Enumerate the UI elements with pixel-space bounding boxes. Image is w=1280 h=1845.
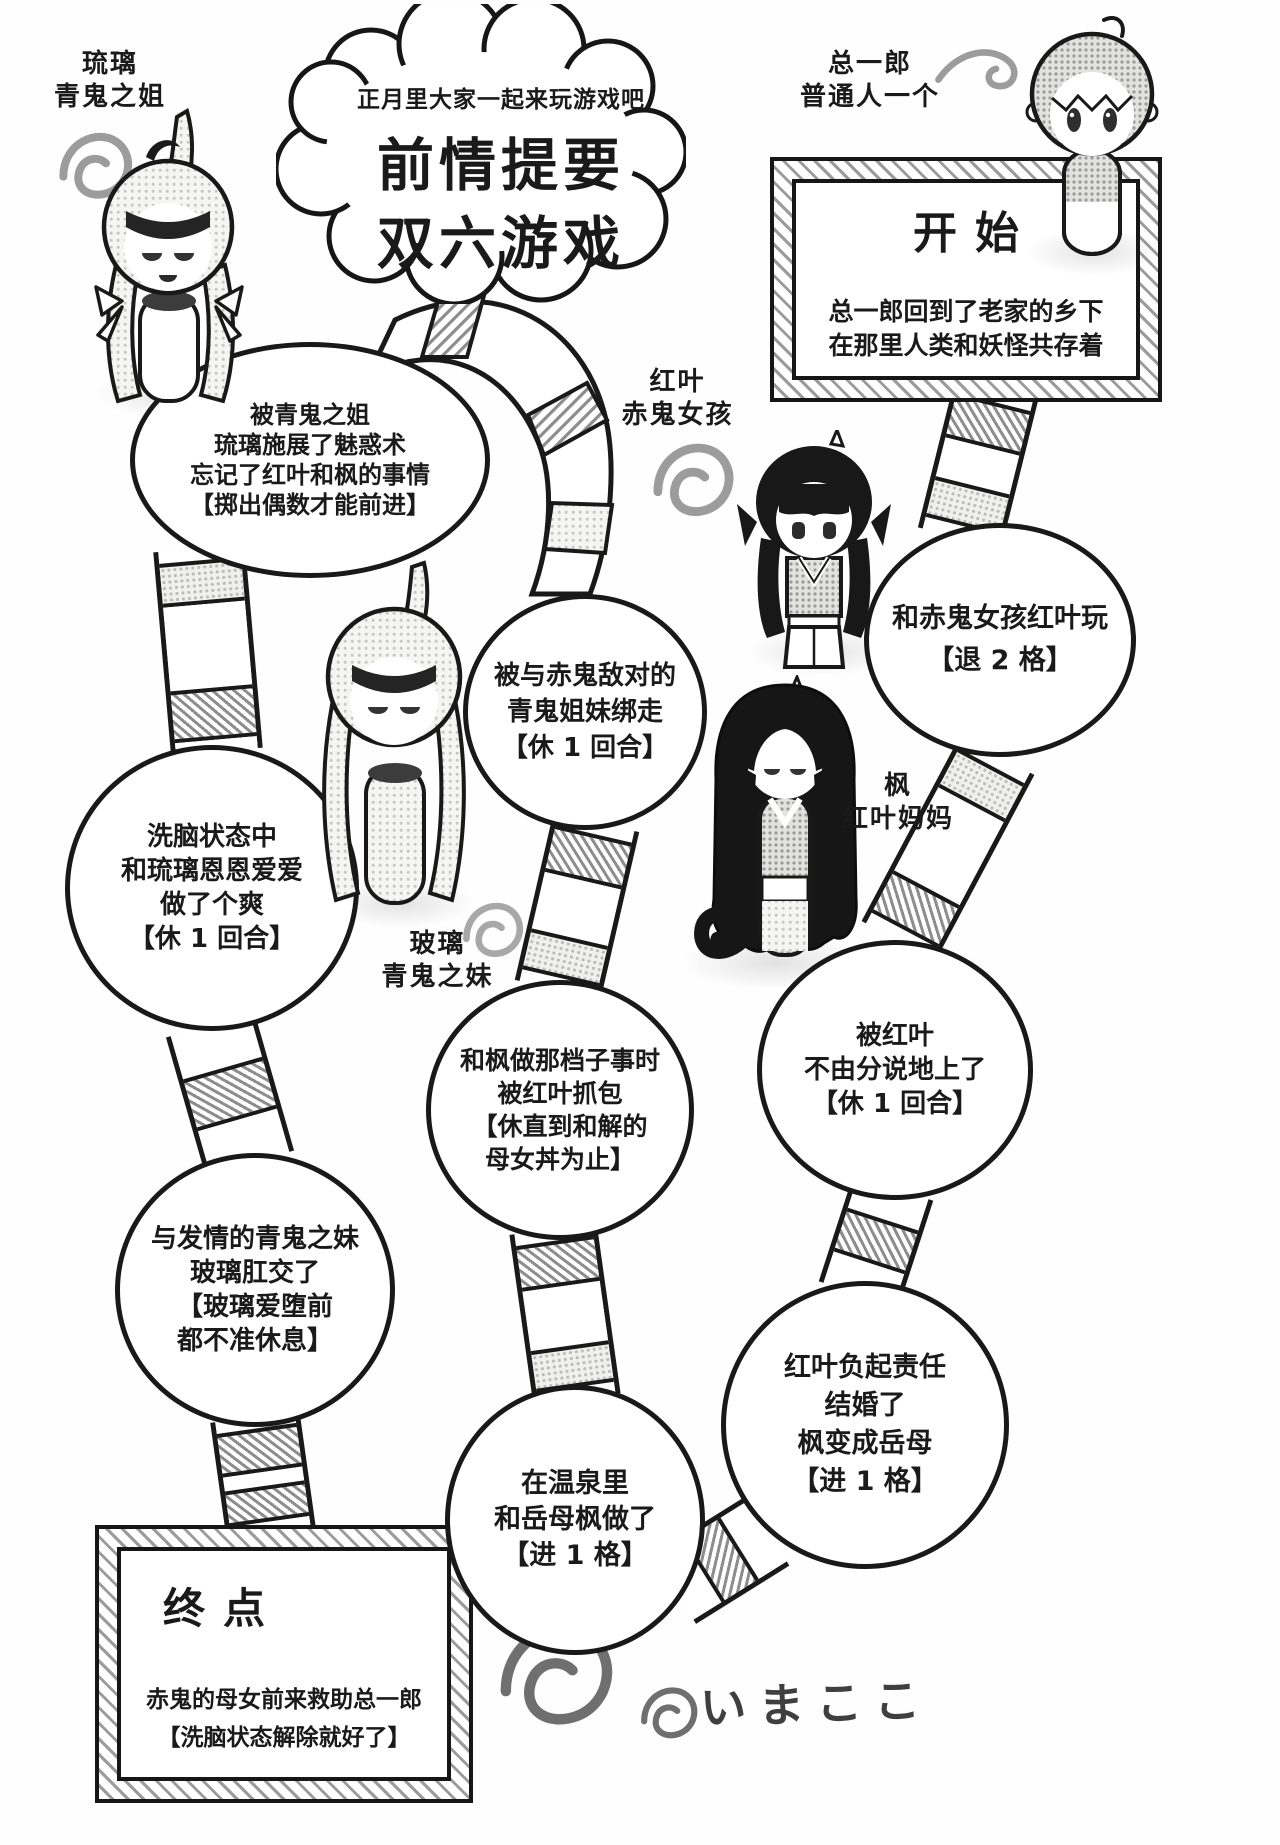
space-line: 【进 1 格】	[792, 1466, 938, 1497]
space-line: 被青鬼之姐	[250, 401, 370, 429]
space-line: 琉璃施展了魅惑术	[214, 431, 406, 459]
board-space-7: 与发情的青鬼之妹 玻璃肛交了 【玻璃爱堕前 都不准休息】	[115, 1153, 395, 1427]
momiji-doll	[737, 430, 891, 669]
space-line: 被红叶抓包	[497, 1079, 623, 1108]
cloud-title-line1: 前情提要	[377, 133, 625, 199]
ladder-1-to-4	[153, 544, 263, 756]
space-line: 【休 1 回合】	[501, 733, 669, 763]
soichiro-doll	[1025, 16, 1159, 256]
space-line: 都不准休息】	[176, 1326, 333, 1356]
space-line: 和赤鬼女孩红叶玩	[892, 603, 1108, 634]
end-box-line: 【洗脑状态解除就好了】	[157, 1725, 411, 1751]
kaede-role: 红叶妈妈	[841, 804, 954, 834]
ladder-4-to-7	[165, 1012, 295, 1176]
space-line: 【进 1 格】	[502, 1540, 648, 1571]
space-line: 【退 2 格】	[927, 645, 1073, 676]
hari-label: 玻璃 青鬼之妹	[350, 928, 525, 994]
board-space-8: 红叶负起责任 结婚了 枫变成岳母 【进 1 格】	[721, 1281, 1009, 1569]
now-here-note: いまここ	[699, 1672, 933, 1736]
board-space-6: 被红叶 不由分说地上了 【休 1 回合】	[757, 940, 1033, 1200]
start-box-title: 开始	[913, 208, 1037, 259]
space-line: 和琉璃恩恩爱爱	[120, 856, 303, 886]
momiji-label: 红叶 赤鬼女孩	[590, 366, 765, 432]
soichiro-role: 普通人一个	[799, 82, 940, 112]
space-line: 被与赤鬼敌对的	[493, 661, 676, 691]
space-line: 枫变成岳母	[797, 1428, 933, 1459]
kaede-label: 枫 红叶妈妈	[808, 770, 988, 836]
start-box-text: 总一郎回到了老家的乡下 在那里人类和妖怪共存着	[796, 295, 1136, 363]
space-line: 【休 1 回合】	[128, 924, 296, 954]
space-line: 【休直到和解的	[472, 1112, 648, 1141]
board-space-3: 被与赤鬼敌对的 青鬼姐妹绑走 【休 1 回合】	[463, 594, 707, 830]
space-line: 洗脑状态中	[146, 822, 277, 852]
ruri-label: 琉璃 青鬼之姐	[25, 48, 195, 114]
space-line: 玻璃肛交了	[189, 1258, 320, 1288]
ladder-7-to-end	[210, 1410, 316, 1540]
space-line: 忘记了红叶和枫的事情	[190, 461, 430, 489]
hari-role: 青鬼之妹	[381, 962, 494, 992]
cloud-subtitle: 正月里大家一起来玩游戏吧	[357, 87, 645, 113]
momiji-name: 红叶	[649, 367, 706, 397]
space-line: 结婚了	[824, 1390, 906, 1421]
space-line: 与发情的青鬼之妹	[150, 1224, 359, 1254]
end-box-title: 终点	[163, 1584, 284, 1633]
end-box-line: 赤鬼的母女前来救助总一郎	[146, 1687, 422, 1713]
path-arc	[362, 278, 615, 597]
board-space-9: 在温泉里 和岳母枫做了 【进 1 格】	[445, 1385, 705, 1655]
space-line: 【休 1 回合】	[811, 1089, 979, 1119]
hari-name: 玻璃	[409, 929, 466, 959]
end-box-text: 赤鬼的母女前来救助总一郎 【洗脑状态解除就好了】	[121, 1681, 447, 1757]
space-line: 【掷出偶数才能前进】	[190, 491, 430, 519]
momiji-role: 赤鬼女孩	[621, 400, 734, 430]
swirl-doodle-icon	[653, 443, 734, 516]
space-line: 在温泉里	[521, 1468, 629, 1499]
space-line: 做了个爽	[159, 890, 264, 920]
start-box-line: 在那里人类和妖怪共存着	[828, 331, 1104, 360]
ruri-role: 青鬼之姐	[53, 82, 166, 112]
cloud-bubble	[276, 4, 686, 304]
board-space-2: 和赤鬼女孩红叶玩 【退 2 格】	[864, 523, 1136, 757]
soichiro-name: 总一郎	[827, 49, 912, 79]
swirl-doodle-icon	[463, 902, 524, 957]
swirl-doodle-icon	[935, 49, 1018, 90]
ruri-name: 琉璃	[81, 49, 138, 79]
swirl-doodle-icon	[641, 1687, 698, 1739]
soichiro-label: 总一郎 普通人一个	[775, 48, 965, 114]
cloud-title-line2: 双六游戏	[377, 211, 625, 277]
space-line: 母女丼为止】	[484, 1145, 635, 1174]
board-space-5: 和枫做那档子事时 被红叶抓包 【休直到和解的 母女丼为止】	[426, 980, 694, 1240]
space-line: 和岳母枫做了	[494, 1504, 656, 1535]
space-line: 青鬼姐妹绑走	[506, 697, 663, 727]
ladder-3-to-5	[514, 812, 640, 1000]
start-box-line: 总一郎回到了老家的乡下	[828, 297, 1104, 326]
board-space-4: 洗脑状态中 和琉璃恩恩爱爱 做了个爽 【休 1 回合】	[65, 745, 359, 1031]
ladder-5-to-9	[509, 1222, 621, 1406]
space-line: 红叶负起责任	[784, 1352, 946, 1383]
space-line: 不由分说地上了	[803, 1055, 986, 1085]
end-box-inner: 终点 赤鬼的母女前来救助总一郎 【洗脑状态解除就好了】	[117, 1547, 451, 1781]
kaede-name: 枫	[883, 771, 912, 801]
kaede-doll	[694, 675, 858, 959]
space-line: 被红叶	[855, 1021, 934, 1051]
ruri-doll	[94, 107, 244, 404]
space-line: 【玻璃爱堕前	[176, 1292, 333, 1322]
ladder-start-to-2	[917, 379, 1039, 549]
space-line: 和枫做那档子事时	[459, 1046, 660, 1075]
end-box: 终点 赤鬼的母女前来救助总一郎 【洗脑状态解除就好了】	[95, 1525, 473, 1803]
hari-doll	[322, 560, 466, 905]
